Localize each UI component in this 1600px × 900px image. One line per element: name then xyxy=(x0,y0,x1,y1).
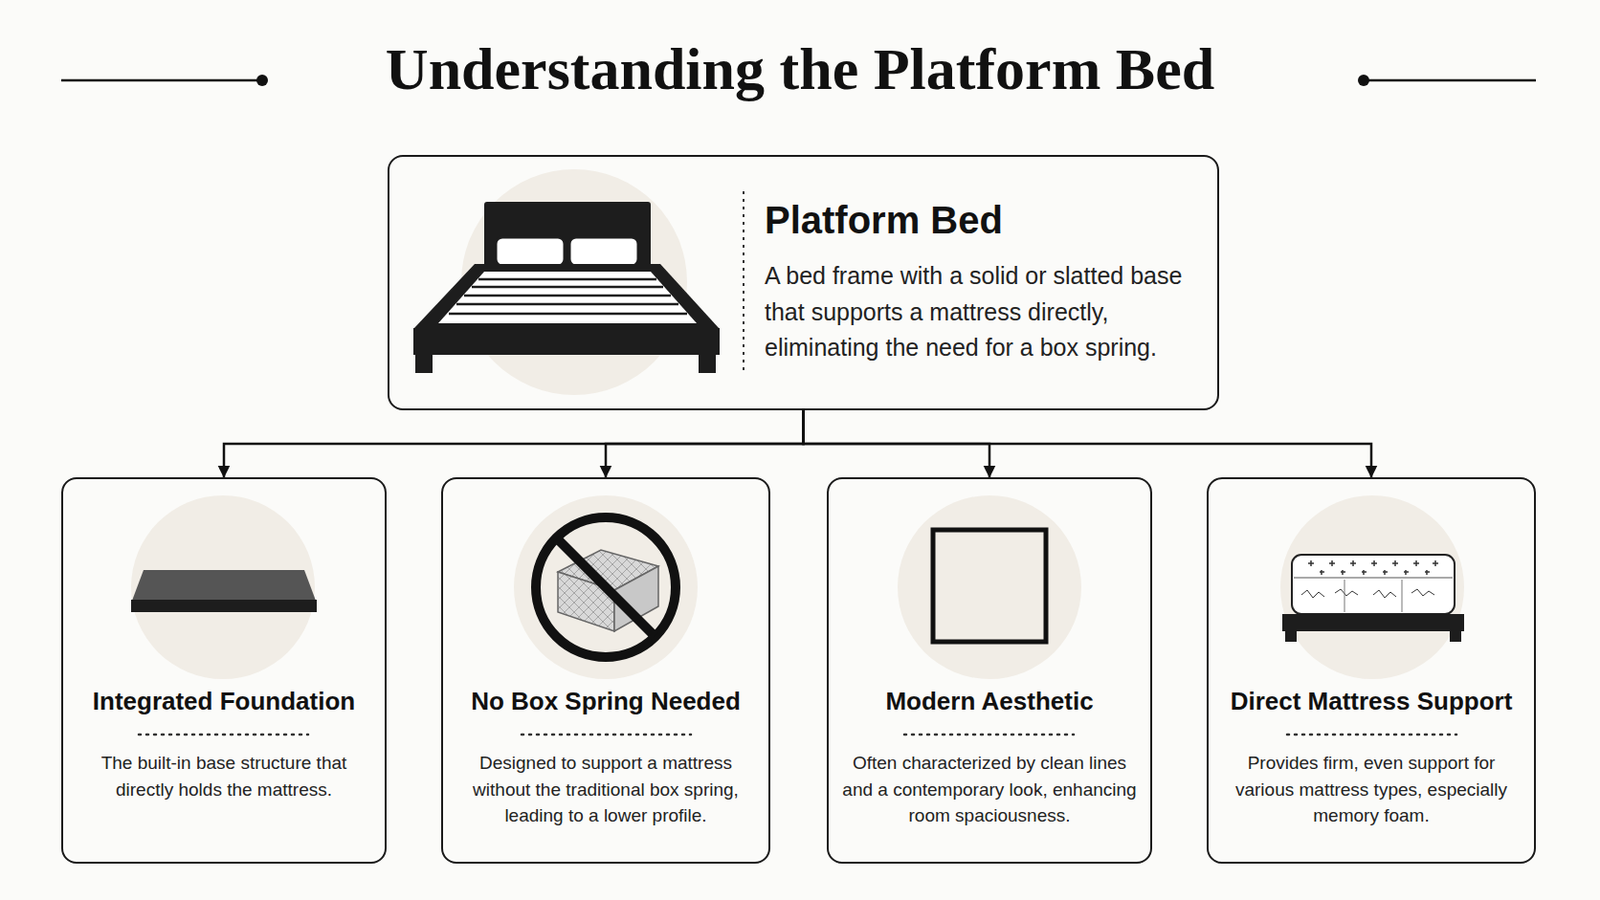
feature-box: Integrated FoundationThe built-in base s… xyxy=(61,477,387,865)
foundation-icon xyxy=(131,495,317,680)
feature-box: Direct Mattress SupportProvides firm, ev… xyxy=(1206,477,1536,865)
node-description: Often characterized by clean lines and a… xyxy=(842,750,1137,830)
feature-box: No Box Spring NeededDesigned to support … xyxy=(441,477,771,865)
feature-box: Modern AestheticOften characterized by c… xyxy=(826,477,1153,865)
mattress-icon xyxy=(1280,495,1465,680)
node-description: Designed to support a mattress without t… xyxy=(456,750,756,830)
node-description: The built-in base structure that directl… xyxy=(76,750,372,803)
node-heading: Platform Bed xyxy=(764,199,1199,242)
bed-illustration xyxy=(413,169,744,396)
node-heading: No Box Spring Needed xyxy=(450,688,761,717)
node-heading: Direct Mattress Support xyxy=(1216,688,1527,717)
node-description: Provides firm, even support for various … xyxy=(1222,750,1521,830)
dotted-rule xyxy=(138,733,1457,737)
connector-arrow xyxy=(803,410,1373,478)
no-box-spring-icon xyxy=(513,495,698,680)
node-heading: Integrated Foundation xyxy=(70,688,378,717)
diagram-title: Understanding the Platform Bed xyxy=(0,36,1600,102)
connector-arrow xyxy=(605,410,804,478)
definition-box: Platform Bed A bed frame with a solid or … xyxy=(387,155,1220,411)
connector-arrow xyxy=(223,410,804,478)
node-heading: Modern Aesthetic xyxy=(836,688,1143,717)
modern-aesthetic-icon xyxy=(897,495,1082,680)
node-description: A bed frame with a solid or slatted base… xyxy=(764,258,1199,367)
